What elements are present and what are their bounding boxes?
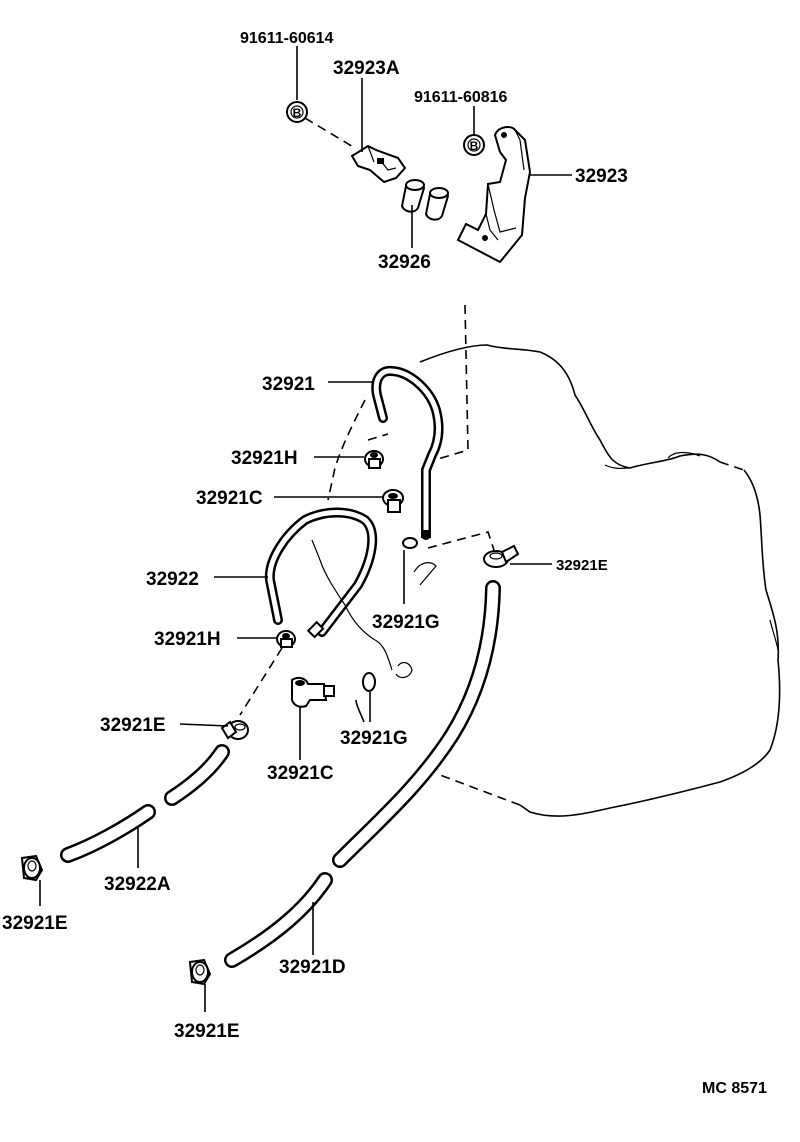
part-label-32921E: 32921E — [2, 913, 68, 934]
clip-32921E-icon — [20, 854, 44, 882]
fitting-32921H-icon — [276, 630, 296, 648]
guide-dashed-bolt-1 — [304, 117, 356, 149]
clip-32921E-icon — [483, 544, 520, 568]
fitting-32921C-icon — [382, 489, 404, 513]
part-label-32926: 32926 — [378, 252, 431, 273]
part-label-32921H: 32921H — [154, 629, 221, 650]
bolt-b-icon: B — [463, 134, 485, 156]
hose-32921D-icon — [224, 580, 501, 968]
guide-dashed-vertical — [427, 304, 469, 463]
part-label-91611-60816: 91611-60816 — [414, 89, 508, 106]
drawing-code: MC 8571 — [702, 1080, 767, 1097]
fluid-line-sketch-3 — [395, 661, 413, 679]
fluid-line-sketch-2 — [413, 562, 437, 586]
part-label-32922: 32922 — [146, 569, 199, 590]
leader-lines — [39, 46, 572, 1012]
svg-text:B: B — [470, 139, 479, 153]
pipe-32922-icon — [264, 507, 378, 639]
part-label-32921: 32921 — [262, 374, 315, 395]
hose-32922A-icon — [60, 744, 230, 863]
clamp-32923A-icon — [350, 144, 407, 184]
oring-32921G-icon — [362, 672, 376, 692]
part-label-32921E: 32921E — [556, 557, 608, 574]
svg-text:B: B — [293, 106, 302, 120]
bolt-b-icon: B — [286, 101, 308, 123]
part-label-32923A: 32923A — [333, 58, 400, 79]
transmission-housing-outline — [419, 344, 781, 817]
part-label-32921D: 32921D — [279, 957, 346, 978]
part-label-32921C: 32921C — [267, 763, 334, 784]
part-label-91611-60614: 91611-60614 — [240, 30, 334, 47]
part-label-32922A: 32922A — [104, 874, 171, 895]
transmission-housing-dashed-lower — [439, 774, 521, 806]
guide-dashed-right-clip — [427, 531, 495, 551]
pipe-32921-icon — [371, 365, 444, 540]
guide-dashed-short — [367, 433, 389, 441]
guide-dashed-top-pipe — [327, 399, 366, 501]
part-label-32921C: 32921C — [196, 488, 263, 509]
fluid-line-sketch — [311, 539, 393, 671]
grommet-32926-icon — [400, 179, 450, 221]
transmission-detail-lines — [604, 451, 780, 661]
part-label-32923: 32923 — [575, 166, 628, 187]
oring-32921G-icon — [402, 537, 418, 549]
part-label-32921G: 32921G — [340, 728, 408, 749]
transmission-housing-dashed-edge — [719, 461, 745, 471]
fitting-32921H-icon — [364, 450, 384, 469]
bracket-32923-icon — [456, 126, 532, 264]
elbow-fitting-32921C-icon — [291, 676, 335, 708]
part-label-32921E: 32921E — [174, 1021, 240, 1042]
part-label-32921E: 32921E — [100, 715, 166, 736]
guide-dashed-left — [239, 647, 283, 716]
part-label-32921G: 32921G — [372, 612, 440, 633]
part-label-32921H: 32921H — [231, 448, 298, 469]
clip-32921E-icon — [220, 720, 249, 740]
clip-32921E-icon — [188, 958, 212, 986]
